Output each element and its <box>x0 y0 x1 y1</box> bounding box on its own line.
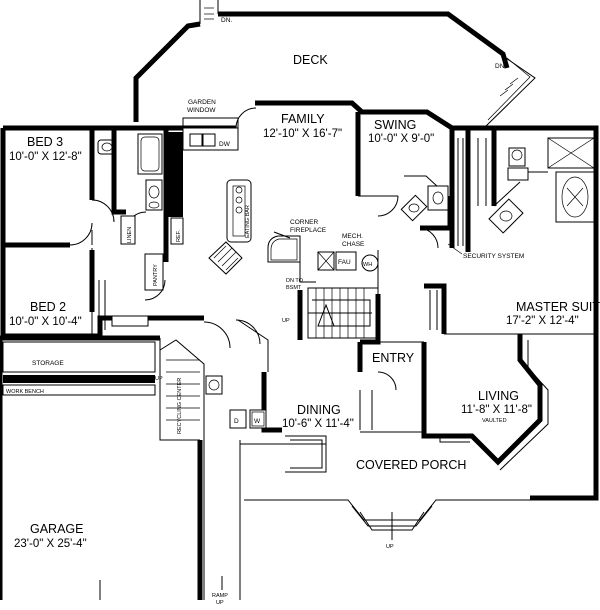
stairs: UP <box>282 287 381 345</box>
family-size: 12'-10" X 16'-7" <box>263 128 342 140</box>
family-room: FAMILY 12'-10" X 16'-7" CORNER FIREPLACE <box>263 112 361 263</box>
work-bench-label: WORK BENCH <box>6 389 44 395</box>
refrigerator-label: REF. <box>176 230 182 242</box>
storage-label: STORAGE <box>32 360 64 367</box>
swing-label: SWING <box>374 118 416 132</box>
washer-label: W <box>254 418 261 425</box>
kitchen: DW GARDEN WINDOW REF. EATING BAR <box>167 99 257 275</box>
deck: DN. DN. DECK <box>133 0 536 129</box>
living-vaulted-note: VAULTED <box>482 418 507 424</box>
dn-bsmt-label-2: BSMT <box>286 285 302 291</box>
master-suite: SECURITY SYSTEM MASTER SUITE 17'-2" X 12… <box>424 128 600 335</box>
dryer-label: D <box>234 418 239 425</box>
family-label: FAMILY <box>281 112 325 126</box>
garage-size: 23'-0" X 25'-4" <box>14 538 87 550</box>
living-label: LIVING <box>478 389 519 403</box>
laundry-up-label: UP <box>155 376 163 382</box>
deck-stair-down-label-east: DN. <box>495 63 506 70</box>
ramp-label-2: UP <box>216 600 224 606</box>
stairs-up-label: UP <box>282 318 290 324</box>
bed2-size: 10'-0" X 10'-4" <box>9 316 82 328</box>
living-room: LIVING 11'-8" X 11'-8" VAULTED <box>421 334 549 471</box>
master-suite-size: 17'-2" X 12'-4" <box>506 315 579 327</box>
dining-label: DINING <box>297 403 341 417</box>
covered-porch-label: COVERED PORCH <box>356 458 466 472</box>
porch-up-label: UP <box>386 544 394 550</box>
eating-bar-label: EATING BAR <box>245 205 251 238</box>
corner-fireplace-label-1: CORNER <box>290 219 318 226</box>
living-size: 11'-8" X 11'-8" <box>461 404 532 416</box>
bed2-room: BED 2 10'-0" X 10'-4" <box>9 250 149 330</box>
ramp-label-1: RAMP <box>212 593 228 599</box>
garage: STORAGE WORK BENCH GARAGE 23'-0" X 25'-4… <box>0 335 241 606</box>
fau-label: FAU <box>338 259 351 266</box>
entry-label: ENTRY <box>372 351 415 365</box>
dining-size: 10'-6" X 11'-4" <box>282 418 354 430</box>
garden-window-label-1: GARDEN <box>188 99 216 106</box>
deck-stair-down-label: DN. <box>221 17 232 24</box>
swing-size: 10'-0" X 9'-0" <box>368 133 434 145</box>
recycling-center-label: RECYCLING CENTER <box>177 378 183 434</box>
security-system-label: SECURITY SYSTEM <box>463 253 524 260</box>
bed3-label: BED 3 <box>27 135 63 149</box>
dishwasher-label: DW <box>219 141 231 148</box>
mechanical-area: MECH. CHASE FAU WH DN TO BSMT <box>286 233 379 291</box>
covered-porch: UP COVERED PORCH <box>240 431 596 550</box>
water-heater-label: WH <box>363 262 372 268</box>
deck-label: DECK <box>293 53 328 67</box>
garden-window-label-2: WINDOW <box>187 107 216 114</box>
hall-bath: LINEN PANTRY <box>111 130 169 301</box>
swing-room: SWING 10'-0" X 9'-0" <box>358 118 453 249</box>
corner-fireplace-label-2: FIREPLACE <box>290 227 327 234</box>
dn-bsmt-label-1: DN TO <box>286 278 304 284</box>
mech-chase-label-1: MECH. <box>342 233 363 240</box>
garage-label: GARAGE <box>30 522 84 536</box>
bed3-room: BED 3 10'-0" X 12'-8" <box>3 130 117 336</box>
dining-room: D W DINING 10'-6" X 11'-4" <box>185 315 354 473</box>
mech-chase-label-2: CHASE <box>342 241 365 248</box>
laundry: UP RECYCLING CENTER <box>155 338 223 441</box>
pantry-label: PANTRY <box>153 264 159 286</box>
bed3-size: 10'-0" X 12'-8" <box>9 151 82 163</box>
entry: ENTRY <box>357 341 424 430</box>
bed2-label: BED 2 <box>30 300 66 314</box>
master-suite-label: MASTER SUITE <box>516 300 600 314</box>
linen-label: LINEN <box>127 227 133 243</box>
